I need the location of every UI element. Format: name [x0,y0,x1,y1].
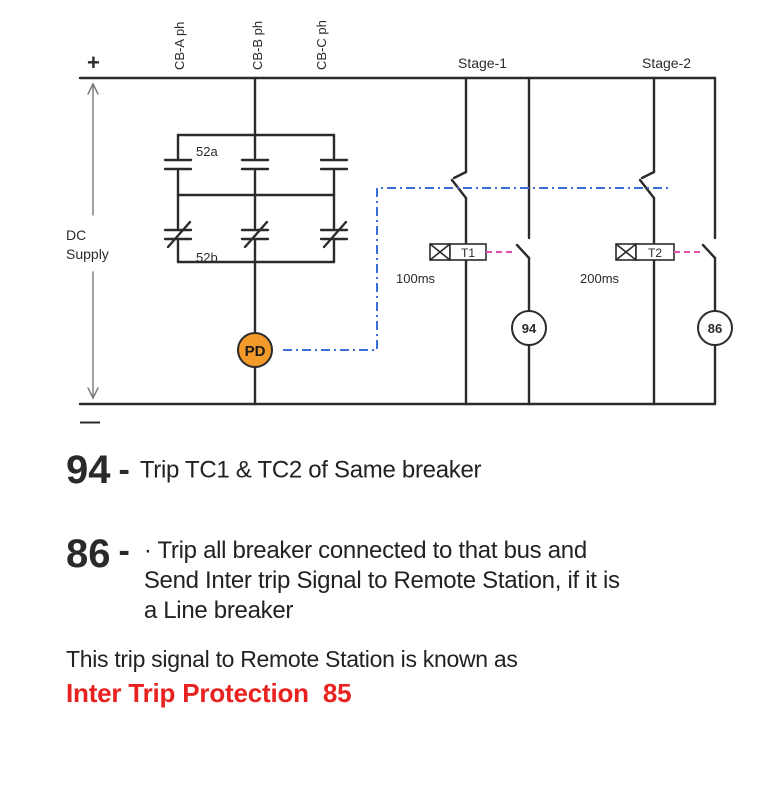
dc-supply-label-1: DC [66,227,86,243]
contact-52b-label: 52b [196,250,218,265]
dc-supply-label-2: Supply [66,246,109,262]
relay-94-circle [511,310,547,346]
legend-item-86: 86-· Trip all breaker connected to that … [66,532,620,626]
phase-label-a: CB-A ph [172,22,187,70]
inter-trip-protection-code: 85 [322,678,352,708]
legend-code-94: 94 [66,448,111,492]
plus-label: + [87,50,100,75]
timer2-label: T2 [648,246,662,260]
pd-label: PD [245,343,266,360]
phase-label-c: CB-C ph [314,20,329,70]
relay-86-circle [697,310,733,346]
timer2-delay: 200ms [580,271,620,286]
legend-86-line-2: Send Inter trip Signal to Remote Station… [143,567,620,594]
trip-circuit-diagram: + — CB-A ph CB-B ph CB-C ph Stage-1 Stag… [66,20,733,433]
inter-trip-note: This trip signal to Remote Station is kn… [66,646,518,672]
relay-94-label: 94 [522,321,537,336]
stage2-label: Stage-2 [642,55,691,71]
stage1-label: Stage-1 [458,55,507,71]
legend-dash-86: - [118,532,130,570]
pd-control-line [283,187,668,351]
phase-label-b: CB-B ph [250,21,265,70]
inter-trip-protection-text: Inter Trip Protection [66,678,309,708]
legend-code-86: 86 [66,532,111,576]
legend-dash-94: - [118,451,130,489]
legend-text-86: · Trip all breaker connected to that bus… [144,536,620,626]
pd-circle [237,332,273,368]
inter-trip-protection-label: Inter Trip Protection 85 [66,678,352,709]
legend-86-line-3: a Line breaker [143,597,294,624]
minus-label: — [80,411,100,433]
timer-t2 [615,243,675,261]
relay-86-label: 86 [708,321,722,336]
timer1-label: T1 [461,246,475,260]
timer-t1 [429,243,487,261]
legend-text-94: Trip TC1 & TC2 of Same breaker [139,456,482,484]
legend-item-94: 94-Trip TC1 & TC2 of Same breaker [66,448,481,493]
timer1-delay: 100ms [396,271,436,286]
contact-52a-label: 52a [196,144,218,159]
legend-86-line-1: · Trip all breaker connected to that bus… [143,537,587,564]
